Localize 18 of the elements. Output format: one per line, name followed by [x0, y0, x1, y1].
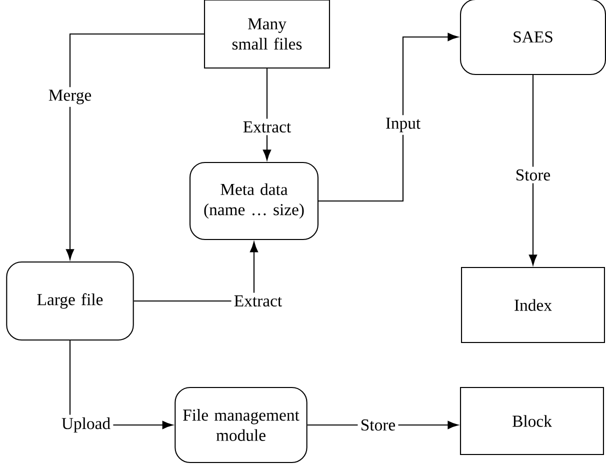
process-box: Block: [460, 386, 604, 455]
edge-label: Merge: [46, 87, 94, 107]
arrow: [318, 32, 458, 202]
edge-label: Store: [512, 166, 554, 184]
rounded-box: Large file: [6, 261, 134, 341]
rounded-box: Meta data (name … size): [189, 162, 319, 240]
edge-label: Input: [382, 115, 424, 135]
process-box: Many small files: [204, 0, 330, 69]
edge-label: Extract: [240, 118, 294, 136]
rounded-box: File management module: [174, 386, 308, 463]
process-box: Index: [460, 266, 606, 344]
arrow: [528, 75, 538, 266]
edge-label: Store: [358, 416, 398, 434]
arrow: [66, 33, 204, 260]
arrow: [262, 68, 272, 160]
edge-label: Upload: [58, 414, 114, 436]
edge-label: Extract: [231, 292, 285, 310]
rounded-box: SAES: [460, 0, 606, 76]
